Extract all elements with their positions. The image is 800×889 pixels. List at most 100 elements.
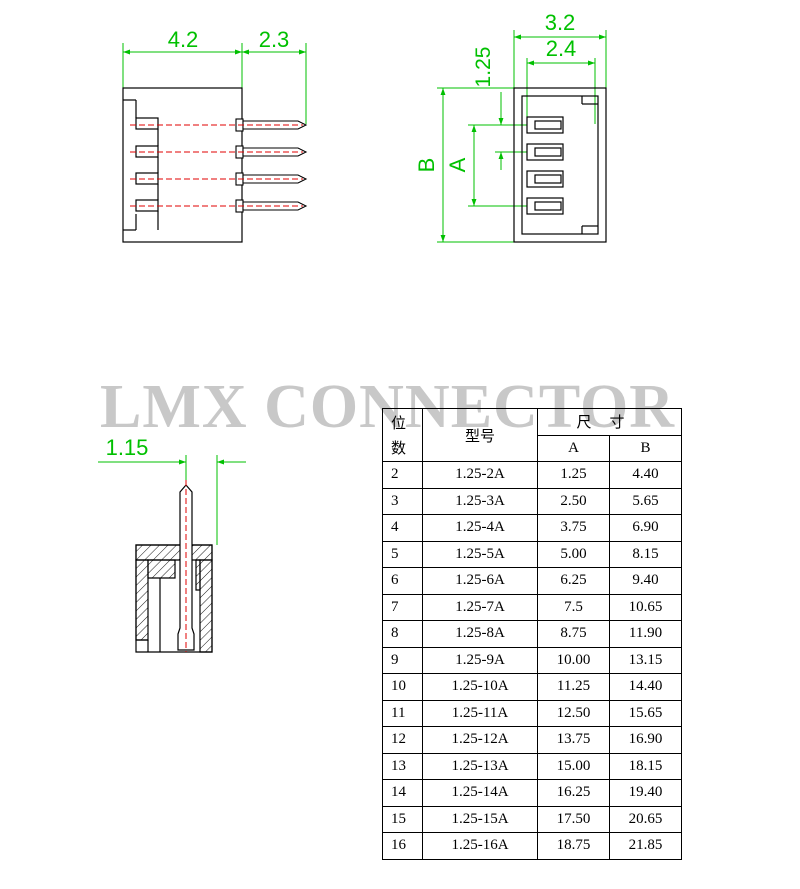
header-b: B — [609, 434, 682, 462]
cell-a: 5.00 — [537, 540, 610, 568]
pin-thickness-label: 1.15 — [106, 435, 149, 460]
dim-b-label: B — [414, 158, 439, 173]
cell-model: 1.25-4A — [422, 514, 538, 542]
cell-model: 1.25-16A — [422, 832, 538, 860]
cell-b: 15.65 — [609, 699, 682, 727]
cell-a: 8.75 — [537, 620, 610, 648]
cell-positions: 7 — [382, 593, 423, 621]
cell-model: 1.25-6A — [422, 567, 538, 595]
cell-model: 1.25-10A — [422, 673, 538, 701]
header-a: A — [537, 434, 610, 462]
cell-b: 9.40 — [609, 567, 682, 595]
cell-positions: 16 — [382, 832, 423, 860]
front-total-width: 3.2 — [545, 10, 576, 35]
section-housing — [135, 544, 213, 653]
cell-model: 1.25-12A — [422, 726, 538, 754]
cell-a: 2.50 — [537, 487, 610, 515]
cell-a: 3.75 — [537, 514, 610, 542]
cell-model: 1.25-13A — [422, 752, 538, 780]
side-dimensions — [122, 43, 307, 124]
cell-model: 1.25-2A — [422, 461, 538, 489]
cell-b: 5.65 — [609, 487, 682, 515]
table-header-row: 位 数 型号 尺寸 — [382, 408, 682, 462]
cell-b: 19.40 — [609, 779, 682, 807]
cell-a: 17.50 — [537, 805, 610, 833]
cell-positions: 11 — [382, 699, 423, 727]
front-dimensions — [437, 30, 607, 243]
cell-positions: 15 — [382, 805, 423, 833]
cell-model: 1.25-14A — [422, 779, 538, 807]
cell-b: 13.15 — [609, 646, 682, 674]
cell-positions: 12 — [382, 726, 423, 754]
header-positions: 位 数 — [382, 408, 423, 462]
cell-b: 8.15 — [609, 540, 682, 568]
cell-b: 20.65 — [609, 805, 682, 833]
section-view: 1.15 — [98, 435, 246, 653]
cell-model: 1.25-3A — [422, 487, 538, 515]
front-view: 3.2 2.4 1.25 B A — [414, 10, 607, 243]
section-pin — [177, 484, 195, 651]
cell-positions: 6 — [382, 567, 423, 595]
side-body — [122, 87, 243, 243]
cell-model: 1.25-15A — [422, 805, 538, 833]
table-subheader-row: A B — [383, 434, 682, 462]
cell-a: 10.00 — [537, 646, 610, 674]
pitch-label: 1.25 — [472, 47, 495, 88]
cell-model: 1.25-7A — [422, 593, 538, 621]
side-body-length: 4.2 — [168, 27, 199, 52]
dim-a-label: A — [445, 157, 470, 172]
cell-positions: 9 — [382, 646, 423, 674]
cell-b: 16.90 — [609, 726, 682, 754]
cell-positions: 13 — [382, 752, 423, 780]
cell-positions: 3 — [382, 487, 423, 515]
cell-positions: 14 — [382, 779, 423, 807]
side-pin-length: 2.3 — [259, 27, 290, 52]
header-model: 型号 — [422, 408, 538, 462]
cell-b: 10.65 — [609, 593, 682, 621]
cell-positions: 2 — [382, 461, 423, 489]
cell-model: 1.25-11A — [422, 699, 538, 727]
front-body — [513, 87, 607, 243]
header-size: 尺寸 — [537, 408, 682, 436]
cell-a: 16.25 — [537, 779, 610, 807]
cell-a: 6.25 — [537, 567, 610, 595]
cell-a: 15.00 — [537, 752, 610, 780]
cell-model: 1.25-8A — [422, 620, 538, 648]
cell-b: 6.90 — [609, 514, 682, 542]
side-pins — [235, 118, 308, 213]
front-inner-width: 2.4 — [546, 36, 577, 61]
side-centerlines — [130, 124, 303, 207]
cell-a: 12.50 — [537, 699, 610, 727]
cell-positions: 8 — [382, 620, 423, 648]
cell-a: 13.75 — [537, 726, 610, 754]
cell-b: 14.40 — [609, 673, 682, 701]
cell-b: 11.90 — [609, 620, 682, 648]
cell-b: 18.15 — [609, 752, 682, 780]
side-view: 4.2 2.3 — [122, 27, 308, 243]
cell-model: 1.25-9A — [422, 646, 538, 674]
cell-positions: 10 — [382, 673, 423, 701]
cell-b: 4.40 — [609, 461, 682, 489]
cell-b: 21.85 — [609, 832, 682, 860]
cell-a: 7.5 — [537, 593, 610, 621]
section-dimensions — [98, 455, 246, 545]
cell-positions: 4 — [382, 514, 423, 542]
cell-positions: 5 — [382, 540, 423, 568]
cell-a: 1.25 — [537, 461, 610, 489]
